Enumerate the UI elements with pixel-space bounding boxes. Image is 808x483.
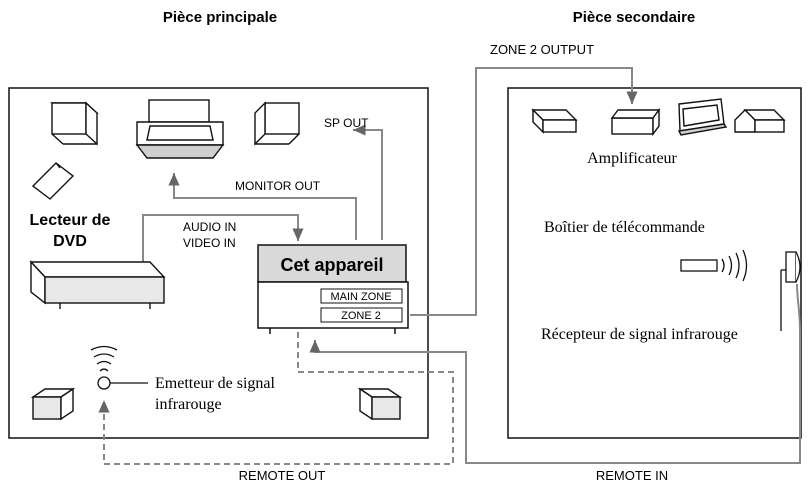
monitor-out-cable xyxy=(168,173,357,240)
main-room-title: Pièce principale xyxy=(163,9,277,26)
remote-control-icon xyxy=(680,249,748,282)
zone2-speaker-right xyxy=(734,109,786,133)
remote-out-label: REMOTE OUT xyxy=(239,468,326,483)
zone2-speaker-left xyxy=(531,108,578,134)
tv-icon xyxy=(135,99,225,159)
ir-emitter-icon xyxy=(90,345,148,390)
main-zone-box xyxy=(320,288,403,304)
emitter-label-line2: infrarouge xyxy=(155,396,222,413)
zone2-tv-icon xyxy=(677,98,728,136)
front-right-speaker xyxy=(254,101,300,146)
unit-label: Cet appareil xyxy=(280,255,383,275)
amplifier-icon xyxy=(610,107,661,137)
remote-out-cable xyxy=(98,332,454,465)
video-in-label: VIDEO IN xyxy=(183,236,236,250)
remote-in-label: REMOTE IN xyxy=(596,468,668,483)
amplifier-label: Amplificateur xyxy=(587,150,677,167)
dvd-disc-icon xyxy=(31,162,75,200)
secondary-room-title: Pièce secondaire xyxy=(573,9,696,26)
zone2-output-label: ZONE 2 OUTPUT xyxy=(490,42,594,57)
rear-left-speaker xyxy=(30,387,76,421)
av-in-cable xyxy=(142,214,304,262)
main-room-border xyxy=(8,87,429,439)
monitor-out-label: MONITOR OUT xyxy=(235,179,321,193)
emitter-label-line1: Emetteur de signal xyxy=(155,375,276,392)
ir-receiver-label: Récepteur de signal infrarouge xyxy=(541,326,738,343)
ir-receiver-icon xyxy=(780,251,801,331)
rear-right-speaker xyxy=(357,387,403,421)
dvd-player xyxy=(29,260,166,309)
front-left-speaker xyxy=(50,101,99,146)
secondary-room-border xyxy=(507,87,802,439)
main-zone-label: MAIN ZONE xyxy=(330,291,391,303)
zone2-box xyxy=(320,307,403,323)
dvd-label-line1: Lecteur de xyxy=(30,212,111,229)
sp-out-label: SP OUT xyxy=(324,116,369,130)
sp-out-cable xyxy=(353,124,383,240)
remote-in-cable xyxy=(309,283,801,464)
audio-in-label: AUDIO IN xyxy=(183,220,236,234)
remote-box-label: Boîtier de télécommande xyxy=(544,219,705,236)
zone2-label: ZONE 2 xyxy=(341,310,381,322)
dvd-label-line2: DVD xyxy=(53,233,87,250)
zone2-output-cable xyxy=(410,67,638,316)
